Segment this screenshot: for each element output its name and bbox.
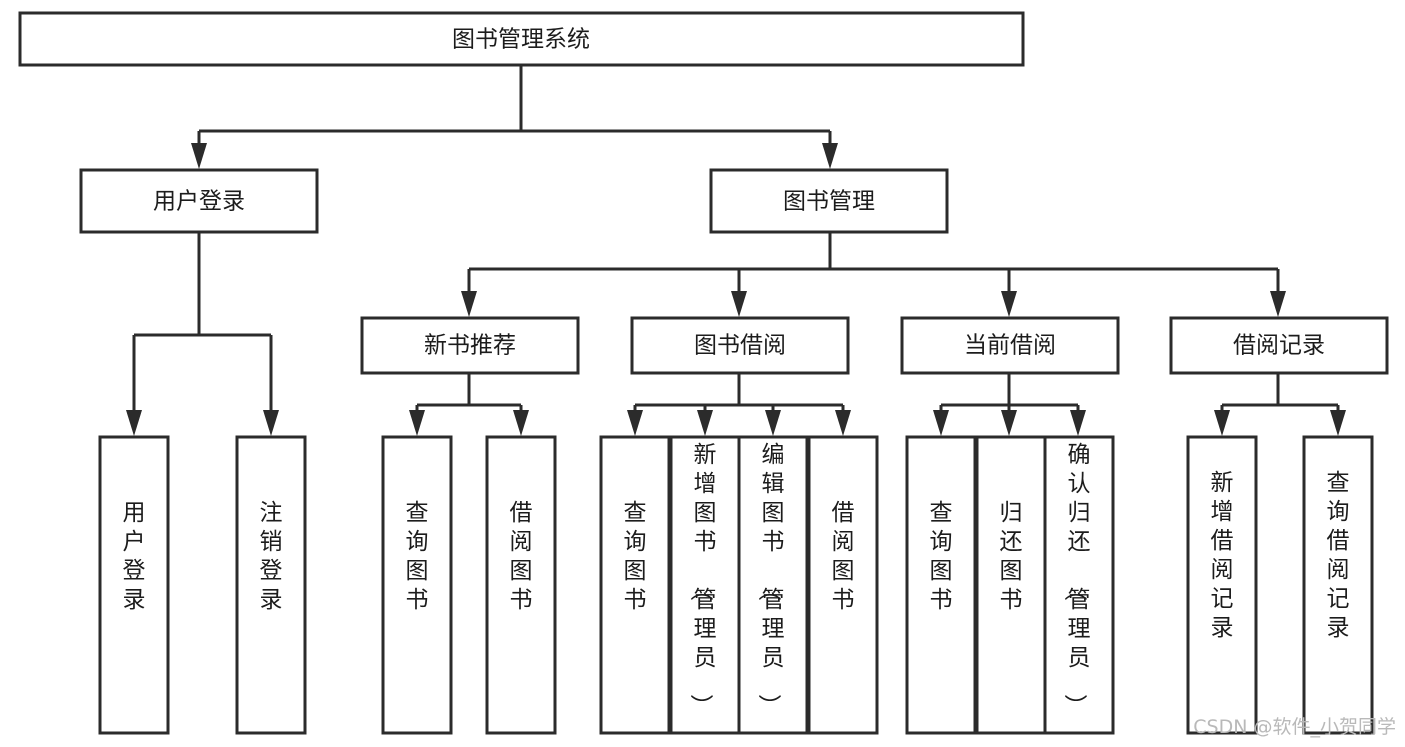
arrow-to-leaf-user-logout-icon — [263, 410, 279, 436]
arrow-to-new-book-recommend-icon — [461, 291, 477, 317]
node-leaf-borrow-query-box[interactable] — [599, 435, 671, 735]
arrow-to-borrow-record-icon — [1270, 291, 1286, 317]
node-user-login-box[interactable] — [79, 168, 319, 234]
node-leaf-current-confirm-box[interactable] — [1043, 435, 1115, 735]
node-leaf-user-login[interactable]: 用户登录 — [98, 435, 170, 735]
node-leaf-borrow-query[interactable]: 查询图书 — [599, 435, 671, 735]
node-current-borrow[interactable]: 当前借阅 — [900, 316, 1120, 375]
node-leaf-recommend-borrow[interactable]: 借阅图书 — [485, 435, 557, 735]
node-leaf-user-logout-box[interactable] — [235, 435, 307, 735]
node-current-borrow-label: 当前借阅 — [964, 333, 1056, 359]
arrow-to-leaf-record-add-icon — [1214, 410, 1230, 436]
node-leaf-record-add-box[interactable] — [1186, 435, 1258, 735]
arrow-to-leaf-current-return-icon — [1001, 410, 1017, 436]
node-leaf-borrow-add[interactable]: 新增图书（管理员） — [669, 435, 741, 735]
node-leaf-borrow-lend[interactable]: 借阅图书 — [807, 435, 879, 735]
node-leaf-record-add[interactable]: 新增借阅记录 — [1186, 435, 1258, 735]
node-leaf-record-query[interactable]: 查询借阅记录 — [1302, 435, 1374, 735]
node-leaf-record-query-box[interactable] — [1302, 435, 1374, 735]
node-leaf-recommend-borrow-box[interactable] — [485, 435, 557, 735]
node-leaf-borrow-add-label: 新增图书（管理员） — [688, 442, 717, 717]
arrow-to-leaf-borrow-add-icon — [697, 410, 713, 436]
node-leaf-current-query[interactable]: 查询图书 — [905, 435, 977, 735]
node-leaf-record-add-label: 新增借阅记录 — [1211, 470, 1234, 641]
node-book-manage-label: 图书管理 — [783, 189, 875, 215]
arrow-to-leaf-current-confirm-icon — [1070, 410, 1086, 436]
arrow-to-user-login-icon — [191, 143, 207, 169]
arrow-to-leaf-borrow-query-icon — [627, 410, 643, 436]
arrow-to-leaf-recommend-query-icon — [409, 410, 425, 436]
node-new-book-recommend-box[interactable] — [360, 316, 580, 375]
edges-userlogin-to-leaves — [126, 232, 279, 436]
node-root-label: 图书管理系统 — [452, 27, 590, 53]
node-leaf-borrow-edit-label: 编辑图书（管理员） — [756, 442, 785, 717]
node-leaf-current-return-box[interactable] — [975, 435, 1047, 735]
edges-bookmanage-to-level2 — [461, 232, 1286, 317]
node-leaf-current-query-box[interactable] — [905, 435, 977, 735]
edges-bookborrow-to-leaves — [627, 373, 851, 436]
node-leaf-current-query-label: 查询图书 — [930, 500, 953, 613]
arrow-to-leaf-recommend-borrow-icon — [513, 410, 529, 436]
node-leaf-recommend-query-box[interactable] — [381, 435, 453, 735]
node-current-borrow-box[interactable] — [900, 316, 1120, 375]
node-leaf-current-return[interactable]: 归还图书 — [975, 435, 1047, 735]
node-leaf-borrow-lend-label: 借阅图书 — [832, 500, 855, 613]
edges-currentborrow-to-leaves — [933, 373, 1086, 436]
node-leaf-user-login-box[interactable] — [98, 435, 170, 735]
edges-borrowrecord-to-leaves — [1214, 373, 1346, 436]
node-leaf-current-confirm-label: 确认归还（管理员） — [1062, 442, 1091, 717]
node-leaf-borrow-edit-box[interactable] — [737, 435, 809, 735]
node-leaf-user-login-label: 用户登录 — [123, 500, 146, 613]
arrow-to-leaf-borrow-edit-icon — [765, 410, 781, 436]
node-leaf-current-confirm[interactable]: 确认归还（管理员） — [1043, 435, 1115, 735]
arrow-to-leaf-current-query-icon — [933, 410, 949, 436]
node-user-login-label: 用户登录 — [153, 189, 245, 215]
node-borrow-record-box[interactable] — [1169, 316, 1389, 375]
node-leaf-record-query-label: 查询借阅记录 — [1327, 470, 1350, 641]
csdn-watermark: CSDN @软件_小贺同学 — [1193, 716, 1396, 738]
node-root[interactable]: 图书管理系统 — [18, 11, 1025, 67]
node-book-borrow-label: 图书借阅 — [694, 333, 786, 359]
node-book-manage[interactable]: 图书管理 — [709, 168, 949, 234]
arrow-to-leaf-borrow-lend-icon — [835, 410, 851, 436]
node-new-book-recommend-label: 新书推荐 — [424, 333, 516, 359]
node-borrow-record-label: 借阅记录 — [1233, 333, 1325, 359]
node-leaf-borrow-edit[interactable]: 编辑图书（管理员） — [737, 435, 809, 735]
node-book-manage-box[interactable] — [709, 168, 949, 234]
node-user-login[interactable]: 用户登录 — [79, 168, 319, 234]
node-book-borrow-box[interactable] — [630, 316, 850, 375]
arrow-to-book-borrow-icon — [731, 291, 747, 317]
edges-recommend-to-leaves — [409, 373, 529, 436]
node-borrow-record[interactable]: 借阅记录 — [1169, 316, 1389, 375]
node-leaf-recommend-borrow-label: 借阅图书 — [510, 500, 533, 613]
node-leaf-recommend-query[interactable]: 查询图书 — [381, 435, 453, 735]
node-new-book-recommend[interactable]: 新书推荐 — [360, 316, 580, 375]
node-leaf-borrow-lend-box[interactable] — [807, 435, 879, 735]
edges-root-to-level1 — [191, 65, 838, 169]
node-root-box[interactable] — [18, 11, 1025, 67]
arrow-to-leaf-user-login-icon — [126, 410, 142, 436]
node-leaf-borrow-add-box[interactable] — [669, 435, 741, 735]
arrow-to-current-borrow-icon — [1001, 291, 1017, 317]
node-leaf-current-return-label: 归还图书 — [1000, 500, 1023, 613]
node-leaf-borrow-query-label: 查询图书 — [624, 500, 647, 613]
arrow-to-book-manage-icon — [822, 143, 838, 169]
node-leaf-user-logout[interactable]: 注销登录 — [235, 435, 307, 735]
node-leaf-user-logout-label: 注销登录 — [260, 500, 283, 613]
node-leaf-recommend-query-label: 查询图书 — [406, 500, 429, 613]
arrow-to-leaf-record-query-icon — [1330, 410, 1346, 436]
node-book-borrow[interactable]: 图书借阅 — [630, 316, 850, 375]
